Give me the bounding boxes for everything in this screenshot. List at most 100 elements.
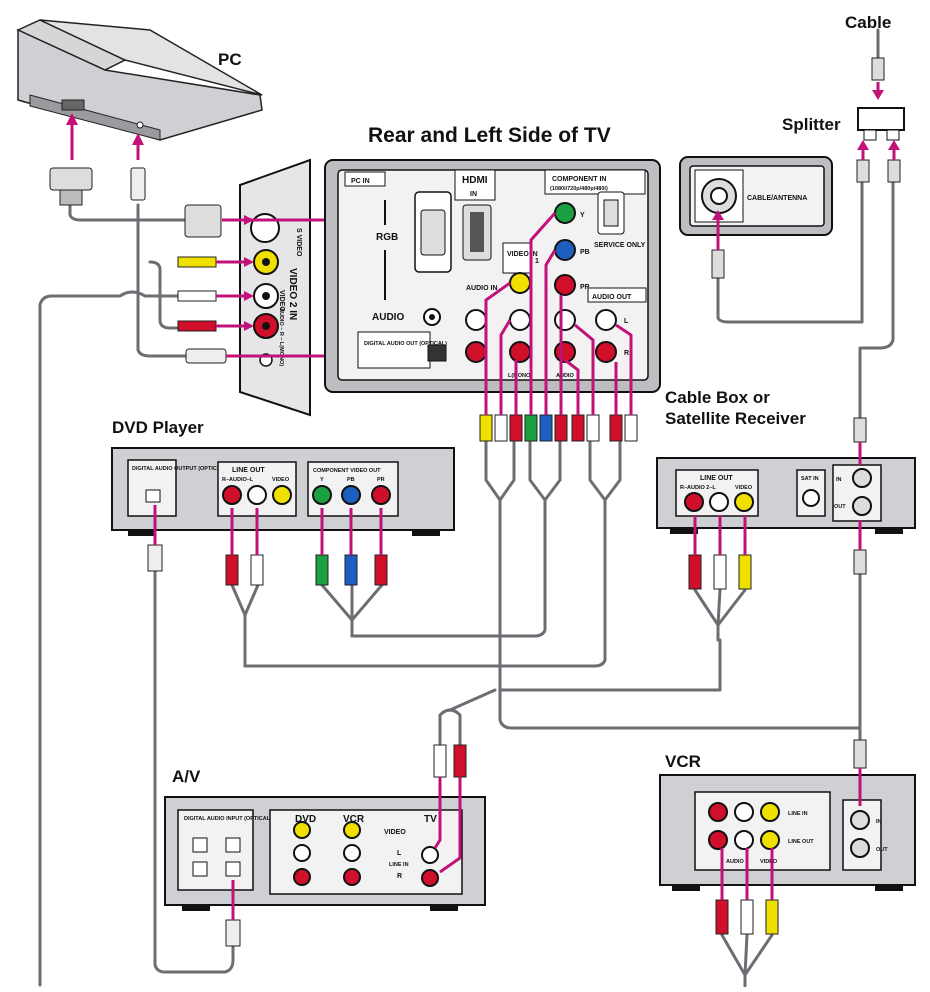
cablebox-video-label: VIDEO bbox=[735, 485, 753, 491]
vcr-line-out-video-jack[interactable] bbox=[760, 830, 780, 850]
av-receiver: A/V DIGITAL AUDIO INPUT (OPTICAL) DVD VC… bbox=[164, 767, 486, 911]
tv-video-in-jack[interactable] bbox=[509, 272, 531, 294]
cablebox-out-jack[interactable] bbox=[852, 496, 872, 516]
tv-component-formats-label: (1080i/720p/480p/480i) bbox=[550, 186, 608, 192]
av-tv-label: TV bbox=[424, 814, 437, 825]
av-plugs bbox=[225, 744, 467, 947]
tv-pc-in-label: PC IN bbox=[351, 178, 370, 185]
tv-audio-label: AUDIO bbox=[372, 312, 404, 323]
tv-component-pr-jack[interactable] bbox=[554, 274, 576, 296]
tv-audio-out-l-jack[interactable] bbox=[595, 309, 617, 331]
tv-optical-port[interactable] bbox=[427, 344, 447, 362]
vcr-video-label: VIDEO bbox=[760, 859, 778, 865]
tv-hdmi-in-label: IN bbox=[470, 191, 477, 198]
cablebox-audio-l-jack[interactable] bbox=[709, 492, 729, 512]
tv-side-svideo-label: S VIDEO bbox=[295, 228, 302, 257]
tv-side-panel: S VIDEO VIDEO VIDEO 2 IN AUDIO – R – L(M… bbox=[239, 158, 311, 417]
av-tv-line-in-r-jack[interactable] bbox=[421, 869, 439, 887]
vcr-line-in-l-jack[interactable] bbox=[734, 802, 754, 822]
vcr-audio-label: AUDIO bbox=[726, 859, 744, 865]
cablebox-sat-in-jack[interactable] bbox=[802, 489, 820, 507]
tv-service-port[interactable] bbox=[603, 199, 619, 227]
tv-video-num-label: 1 bbox=[535, 258, 539, 265]
vcr-in-label: IN bbox=[876, 819, 882, 825]
cablebox-r-audio-l-label: R–AUDIO 2–L bbox=[680, 485, 716, 491]
tv-component-y-label: Y bbox=[580, 212, 585, 219]
dvd-y-jack[interactable] bbox=[312, 485, 332, 505]
dvd-video-jack[interactable] bbox=[272, 485, 292, 505]
av-tv-line-in-l-jack[interactable] bbox=[421, 846, 439, 864]
dvd-optical-port[interactable] bbox=[145, 489, 161, 503]
cablebox-video-jack[interactable] bbox=[734, 492, 754, 512]
dvd-pr-label: PR bbox=[377, 477, 385, 483]
cablebox-sat-in-label: SAT IN bbox=[801, 476, 819, 482]
dvd-pb-label: PB bbox=[347, 477, 355, 483]
cable-box: Cable Box or Satellite Receiver LINE OUT… bbox=[656, 388, 916, 534]
av-label: A/V bbox=[172, 767, 201, 786]
tv-side-plugs bbox=[177, 204, 425, 364]
tv-side-svideo-jack[interactable] bbox=[250, 213, 280, 243]
dvd-pr-jack[interactable] bbox=[371, 485, 391, 505]
tv-audio-in-l-jack[interactable] bbox=[509, 309, 531, 331]
cable-and-splitter: Cable Splitter bbox=[782, 13, 905, 183]
tv-audio-small-label: AUDIO bbox=[556, 373, 574, 379]
av-digital-audio-input-label: DIGITAL AUDIO INPUT (OPTICAL) bbox=[184, 816, 272, 822]
tv-component-y-jack[interactable] bbox=[554, 202, 576, 224]
tv-service-only-label: SERVICE ONLY bbox=[594, 242, 646, 249]
tv-lmono-label: L(MONO) bbox=[508, 373, 532, 379]
dvd-audio-r-jack[interactable] bbox=[222, 485, 242, 505]
cablebox-label-2: Satellite Receiver bbox=[665, 409, 806, 428]
pc-laptop: PC bbox=[16, 19, 263, 141]
cablebox-in-jack[interactable] bbox=[852, 468, 872, 488]
tv-side-audio-label: AUDIO – R – L(MONO) bbox=[278, 308, 284, 366]
tv-component-pr-label: PR bbox=[580, 284, 590, 291]
av-optical-port[interactable] bbox=[225, 861, 241, 877]
av-r-label: R bbox=[397, 873, 402, 880]
tv-antenna-panel: CABLE/ANTENNA bbox=[679, 156, 833, 279]
av-dvd-label: DVD bbox=[295, 814, 316, 825]
dvd-y-label: Y bbox=[320, 477, 324, 483]
pc-connectors bbox=[49, 113, 146, 206]
cablebox-in-label: IN bbox=[836, 477, 842, 483]
diagram-title: Rear and Left Side of TV bbox=[368, 124, 611, 147]
tv-rear-plugs bbox=[479, 212, 638, 442]
tv-rgb-label: RGB bbox=[376, 232, 398, 243]
av-video-label: VIDEO bbox=[384, 829, 406, 836]
vcr: VCR LINE IN LINE OUT AUDIO VIDEO IN OUT bbox=[659, 752, 916, 891]
dvd-digital-audio-output-label: DIGITAL AUDIO OUTPUT (OPTICAL) bbox=[132, 466, 226, 472]
cablebox-audio-r-jack[interactable] bbox=[684, 492, 704, 512]
vcr-line-out-r-jack[interactable] bbox=[708, 830, 728, 850]
tv-component-in-label: COMPONENT IN bbox=[552, 176, 606, 183]
pc-label: PC bbox=[218, 50, 242, 69]
tv-rear-panel: PC IN RGB AUDIO DIGITAL AUDIO OUT (OPTIC… bbox=[324, 159, 661, 393]
dvd-player: DVD Player DIGITAL AUDIO OUTPUT (OPTICAL… bbox=[111, 418, 455, 536]
vcr-plugs bbox=[715, 739, 867, 935]
vcr-line-in-label: LINE IN bbox=[788, 811, 808, 817]
cablebox-out-label: OUT bbox=[834, 504, 846, 510]
av-l-label: L bbox=[397, 850, 402, 857]
vcr-line-out-l-jack[interactable] bbox=[734, 830, 754, 850]
cablebox-label-1: Cable Box or bbox=[665, 388, 770, 407]
dvd-audio-l-jack[interactable] bbox=[247, 485, 267, 505]
tv-audio-in-r-jack[interactable] bbox=[509, 341, 531, 363]
vcr-line-in-video-jack[interactable] bbox=[760, 802, 780, 822]
tv-audio-out-r-label: R bbox=[624, 350, 629, 357]
tv-audio-out-r-jack[interactable] bbox=[595, 341, 617, 363]
tv-cable-antenna-label: CABLE/ANTENNA bbox=[747, 195, 807, 202]
vcr-in-jack[interactable] bbox=[850, 810, 870, 830]
tv-component-pb-jack[interactable] bbox=[554, 239, 576, 261]
splitter-body bbox=[857, 107, 905, 131]
tv-rgb-port[interactable] bbox=[420, 209, 446, 256]
vcr-out-jack[interactable] bbox=[850, 838, 870, 858]
tv-hdmi-logo: HDMI bbox=[462, 175, 488, 186]
cable-wires bbox=[38, 28, 895, 989]
dvd-pb-jack[interactable] bbox=[341, 485, 361, 505]
cablebox-line-out-label: LINE OUT bbox=[700, 475, 733, 482]
tv-digital-audio-out-label: DIGITAL AUDIO OUT (OPTICAL) bbox=[364, 341, 447, 347]
vcr-line-in-r-jack[interactable] bbox=[708, 802, 728, 822]
tv-video-in-label: VIDEO IN bbox=[507, 251, 538, 258]
tv-audio-out-label: AUDIO OUT bbox=[592, 294, 632, 301]
dvd-video-label: VIDEO bbox=[272, 477, 290, 483]
